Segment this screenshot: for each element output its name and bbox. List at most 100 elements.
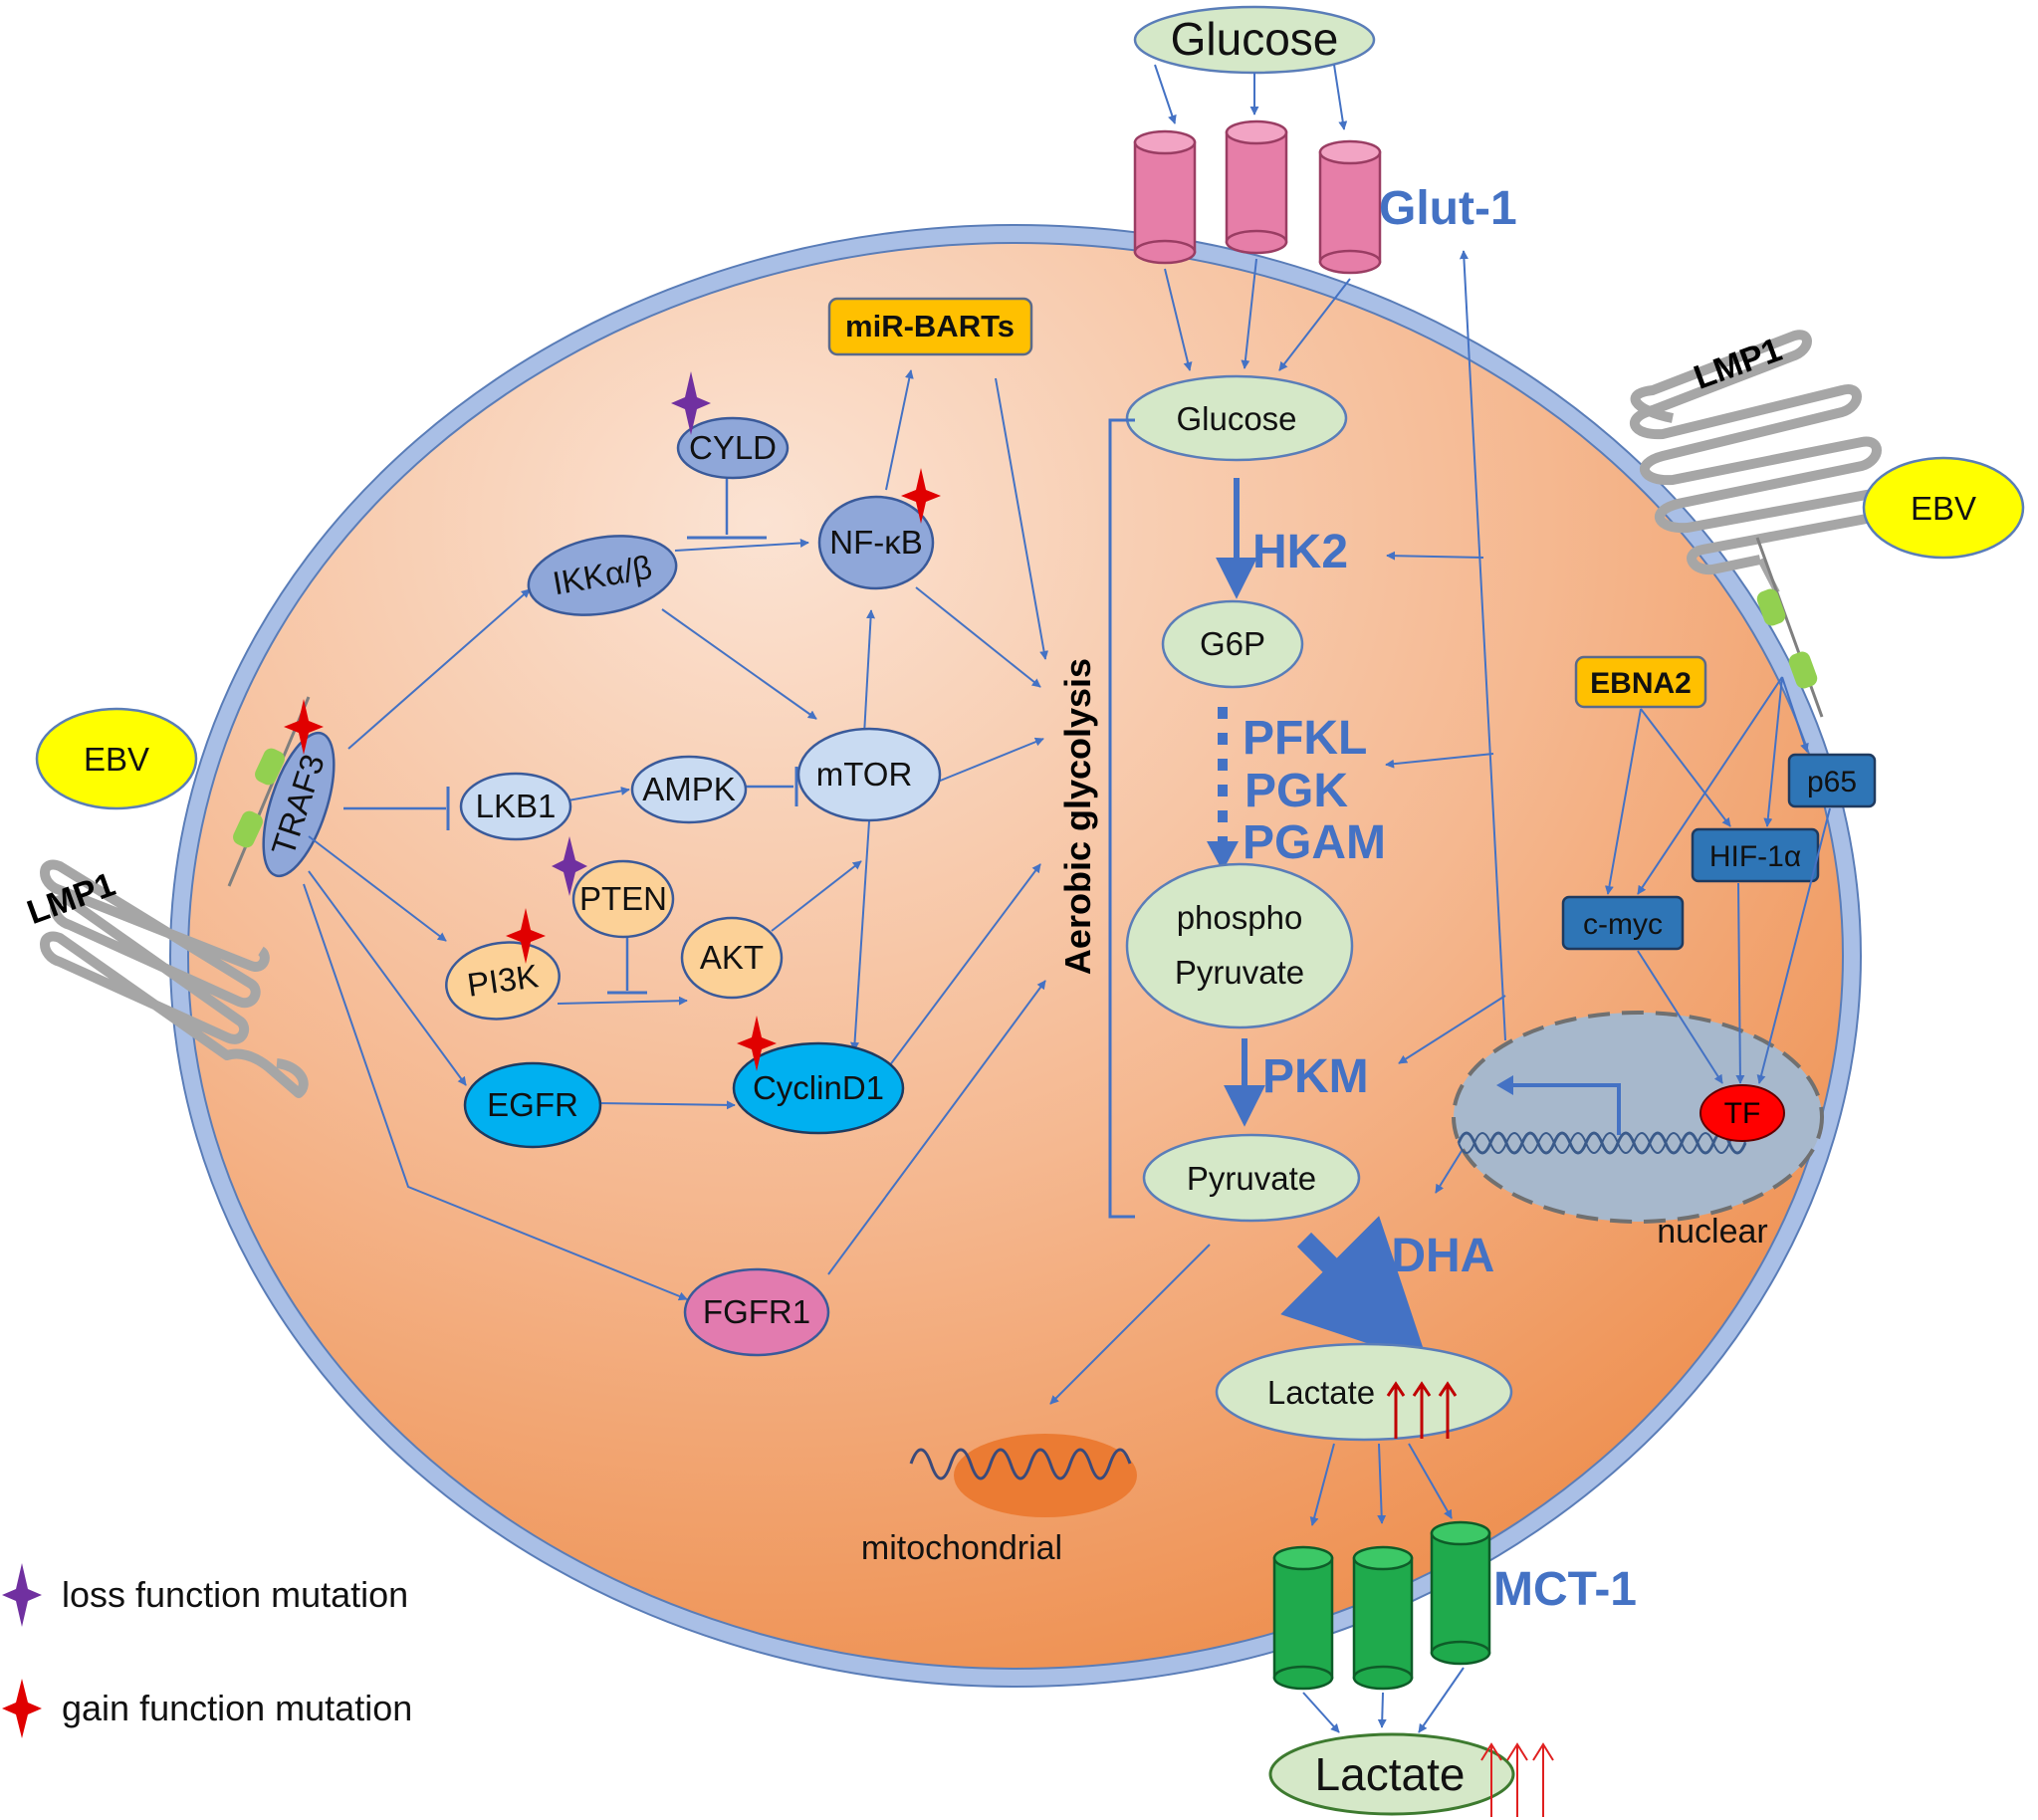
legend: loss function mutation gain function mut… [2,1563,412,1738]
legend-gain-star-icon [2,1679,42,1738]
pten-label: PTEN [579,880,667,917]
loss-mutation-star-pten [552,836,587,896]
arrow-mtor-cyclind1 [850,820,870,1051]
mtor-label: mTOR [816,756,913,793]
arrow-lmp1-hif1a [1763,676,1783,827]
arrow-glut-glucose-b [1241,258,1257,369]
ebna2-label: EBNA2 [1590,667,1692,700]
mir-barts-label: miR-BARTs [845,309,1015,343]
mct1-transporter-3 [1430,1520,1491,1666]
lactate-inside-label: Lactate [1267,1374,1375,1411]
lactate-increase-arrows-out [1480,1742,1554,1817]
phospho-pyruvate-label-line2: Pyruvate [1175,954,1304,991]
arrow-to-pkm [1398,995,1506,1064]
lactate-outside-node [1268,1732,1515,1816]
arrow-lkb1-ampk [562,786,630,802]
ebv-right-label: EBV [1911,490,1976,527]
glut1-transporter-2 [1225,119,1288,255]
arrow-g6p-phospho-head [1207,841,1239,871]
mitochondrial-label: mitochondrial [861,1529,1062,1567]
tf-node [1699,1084,1785,1142]
arrow-egfr-cyclind1 [596,1100,736,1110]
hk2-label: HK2 [1252,526,1348,578]
phospho-pyruvate-label-line1: phospho [1177,899,1303,936]
ampk-label: AMPK [642,771,736,807]
gain-mutation-star-nfkb [901,468,941,524]
gain-mutation-star-cyclind1 [737,1016,777,1071]
legend-loss-star-icon [2,1563,42,1627]
arrow-pyruvate-mitochondria [1049,1244,1211,1405]
fgfr1-node [683,1267,830,1357]
mct1-label: MCT-1 [1493,1563,1637,1616]
arrow-traf3-fgfr1 [303,883,688,1301]
dna-helix-2 [1458,1132,1746,1154]
lmp1-right-domain-2 [1788,651,1818,689]
lactate-inside-node [1215,1342,1513,1442]
pi3k-node [445,941,561,1021]
ldha-label: LDHA [1362,1230,1494,1282]
arrow-akt-mtor [771,860,862,932]
transcription-start-arrowhead [1496,1075,1513,1095]
hif1a-label: HIF-1α [1709,840,1801,873]
p65-box [1787,753,1877,808]
glucose-inside-label: Glucose [1176,400,1296,437]
arrow-mct-lactate-c [1418,1667,1465,1733]
glucose-inside-node [1125,374,1348,462]
arrow-ebna2-cmyc [1604,708,1642,895]
mir-barts-box [827,297,1033,356]
glut1-transporter-3 [1318,139,1382,275]
aerobic-glycolysis-label: Aerobic glycolysis [1057,658,1098,975]
arrow-nucleus-to-glut [1459,250,1506,1041]
akt-node [680,916,784,1000]
arrow-fgfr1-glycolysis [827,980,1046,1275]
arrow-glucose-glut-a [1154,64,1177,124]
g6p-label: G6P [1200,625,1265,662]
ebv-left-label: EBV [84,741,149,778]
mitochondria-cristae [909,1448,1132,1480]
pgk-label: PGK [1245,765,1348,817]
lmp1-left-domain-2 [233,810,263,848]
lmp1-right-domain-1 [1756,588,1786,626]
glut1-transporter-1 [1133,129,1197,265]
arrow-to-pfkl [1385,753,1494,769]
arrow-glut-glucose-a [1164,268,1193,371]
phospho-pyruvate-node [1125,862,1354,1029]
lkb1-node [459,772,572,841]
arrow-lactate-mct-a [1309,1443,1335,1526]
arrow-nfkb-glycolysis [915,586,1041,688]
fgfr1-label: FGFR1 [703,1293,810,1330]
ebv-right-node [1862,456,2025,560]
ampk-node [630,755,748,824]
pten-node [571,859,675,939]
nfkb-node [817,495,935,590]
lactate-outside-label: Lactate [1315,1748,1466,1800]
glycolysis-bracket [1108,418,1135,1219]
arrow-p65-tf [1756,807,1831,1084]
pgam-label: PGAM [1243,816,1386,869]
arrow-glucose-glut-c [1333,64,1348,130]
arrow-mct-lactate-a [1302,1692,1340,1733]
cyld-node [676,416,790,480]
gain-mutation-star-pi3k [506,908,546,964]
g6p-node [1161,599,1304,689]
mitochondria [909,1434,1137,1517]
cmyc-label: c-myc [1583,908,1663,941]
ebv-left-node [35,707,198,810]
cell-membrane-inner-outline [187,242,1844,1670]
arrow-cyclind1-glycolysis [885,863,1041,1071]
arrow-lactate-mct-b [1377,1443,1387,1524]
glucose-outside-label: Glucose [1171,13,1339,65]
lactate-increase-arrows-in [1386,1381,1458,1439]
cyld-label: CYLD [689,429,777,466]
p65-label: p65 [1807,766,1857,798]
arrow-mct-lactate-b [1377,1692,1387,1728]
lmp1-left-coil [40,859,309,1098]
mct1-transporter-2 [1352,1545,1414,1691]
lmp1-right-stalk [1755,537,1824,718]
legend-loss-label: loss function mutation [62,1574,408,1615]
arrow-mtor-nfkb [863,609,876,736]
tf-label: TF [1724,1097,1761,1130]
arrow-traf3-pi3k [308,835,447,942]
arrow-glut-glucose-c [1278,278,1351,371]
